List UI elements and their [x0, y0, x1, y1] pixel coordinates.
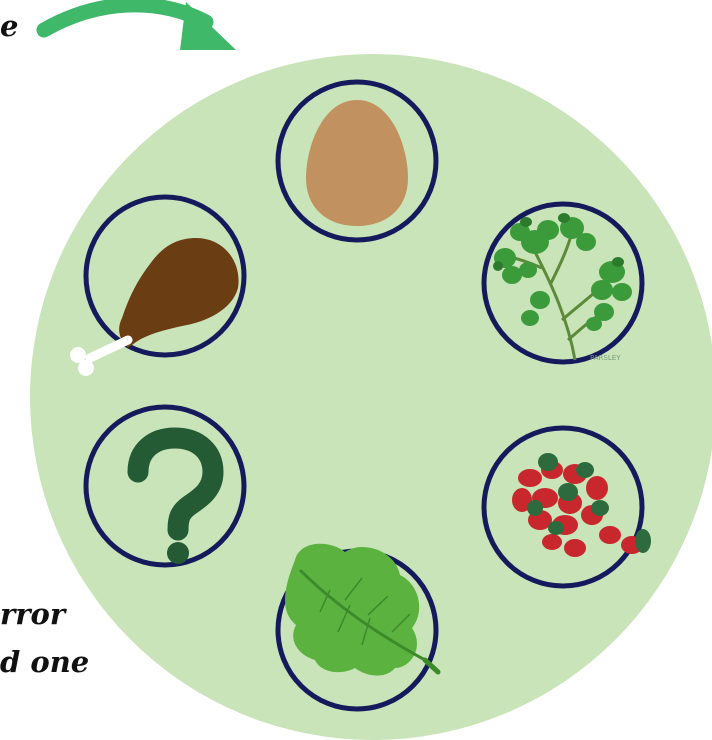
annotation-fragment-bottom-2: d one: [0, 648, 89, 677]
curved-arrow: [44, 2, 236, 50]
annotation-fragment-bottom-1: rror: [0, 600, 65, 629]
annotation-fragment-top: e: [0, 12, 18, 41]
svg-text:PARSLEY: PARSLEY: [590, 354, 621, 362]
